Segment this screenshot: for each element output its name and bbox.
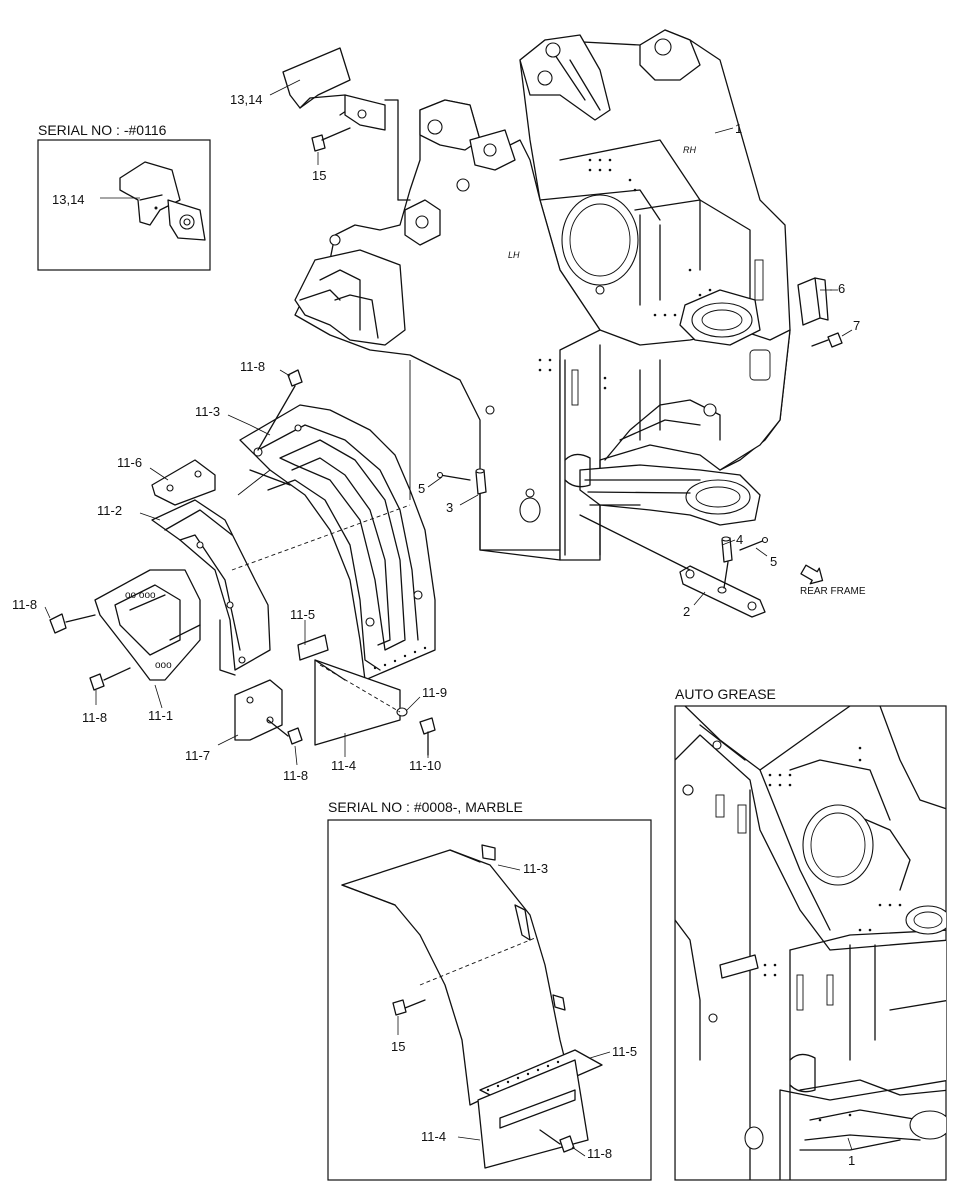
inset-title-auto-grease: AUTO GREASE <box>675 686 776 702</box>
callout-11-6: 11-6 <box>117 455 142 470</box>
fender-bracket-11-2 <box>151 499 271 676</box>
inset-auto-grease <box>674 705 947 1181</box>
callout-marble-11-5: 11-5 <box>612 1044 637 1059</box>
callout-6: 6 <box>838 281 845 296</box>
inset-title-marble-serial: SERIAL NO : #0008-, MARBLE <box>328 799 523 815</box>
callout-auto-grease-1: 1 <box>848 1153 855 1168</box>
fender-bracket-11-6 <box>151 459 216 506</box>
callout-7: 7 <box>853 318 860 333</box>
plate-11-5 <box>297 634 329 661</box>
svg-text:oo ooo: oo ooo <box>125 590 156 601</box>
callout-11-3: 11-3 <box>195 404 220 419</box>
bolt-11-8-top <box>257 369 303 451</box>
inset-marble-serial <box>327 819 652 1181</box>
callout-marble-11-3: 11-3 <box>523 861 548 876</box>
callout-11-7: 11-7 <box>185 748 210 763</box>
callout-15-top: 15 <box>312 168 326 183</box>
leader-lines <box>44 79 853 1157</box>
callout-11-8-left: 11-8 <box>12 597 37 612</box>
callout-11-8-bracket: 11-8 <box>283 768 308 783</box>
callout-5-b: 5 <box>770 554 777 569</box>
pin-3 <box>475 468 561 551</box>
lh-marking: LH <box>508 250 520 260</box>
rh-marking: RH <box>683 145 696 155</box>
callout-13-14-inset: 13,14 <box>52 192 85 207</box>
callout-4: 4 <box>736 532 743 547</box>
callout-11-10: 11-10 <box>409 758 441 773</box>
callout-1: 1 <box>735 121 742 136</box>
callout-11-2: 11-2 <box>97 503 122 518</box>
inset-early-serial <box>37 139 211 271</box>
rear-frame-label: REAR FRAME <box>800 586 866 597</box>
bolt-15-top <box>311 127 351 165</box>
callout-marble-11-4: 11-4 <box>421 1129 446 1144</box>
callout-11-4: 11-4 <box>331 758 356 773</box>
fender-11-3 <box>239 404 436 681</box>
callout-2: 2 <box>683 604 690 619</box>
bolt-11-10 <box>419 717 436 756</box>
callout-marble-15: 15 <box>391 1039 405 1054</box>
cover-bracket <box>282 47 411 201</box>
callout-11-5: 11-5 <box>290 607 315 622</box>
callout-5-a: 5 <box>418 481 425 496</box>
bracket-11-7 <box>234 679 283 741</box>
svg-text:ooo: ooo <box>155 660 172 671</box>
mud-flap-11-4 <box>314 659 401 746</box>
link-2 <box>679 565 766 618</box>
bolt-11-8-bracket <box>267 719 303 745</box>
fender-mount-11-1: oo ooo ooo <box>94 569 201 681</box>
callout-11-9: 11-9 <box>422 685 447 700</box>
front-frame: RH LH <box>294 29 791 561</box>
washer-11-9 <box>396 707 408 717</box>
plate-6 <box>797 277 832 326</box>
bolt-11-8-left <box>49 613 96 634</box>
callout-11-1: 11-1 <box>148 708 173 723</box>
callout-13-14-top: 13,14 <box>230 92 263 107</box>
bolt-7 <box>811 329 853 348</box>
callout-marble-11-8: 11-8 <box>587 1146 612 1161</box>
bolt-11-8-lower <box>89 667 131 691</box>
rear-frame-arrow <box>800 564 824 585</box>
inset-title-early-serial: SERIAL NO : -#0116 <box>38 122 167 138</box>
callout-11-8-top: 11-8 <box>240 359 265 374</box>
pin-5-a <box>436 471 471 481</box>
pin-5-b <box>739 536 769 551</box>
callout-3: 3 <box>446 500 453 515</box>
callout-11-8-lower: 11-8 <box>82 710 107 725</box>
